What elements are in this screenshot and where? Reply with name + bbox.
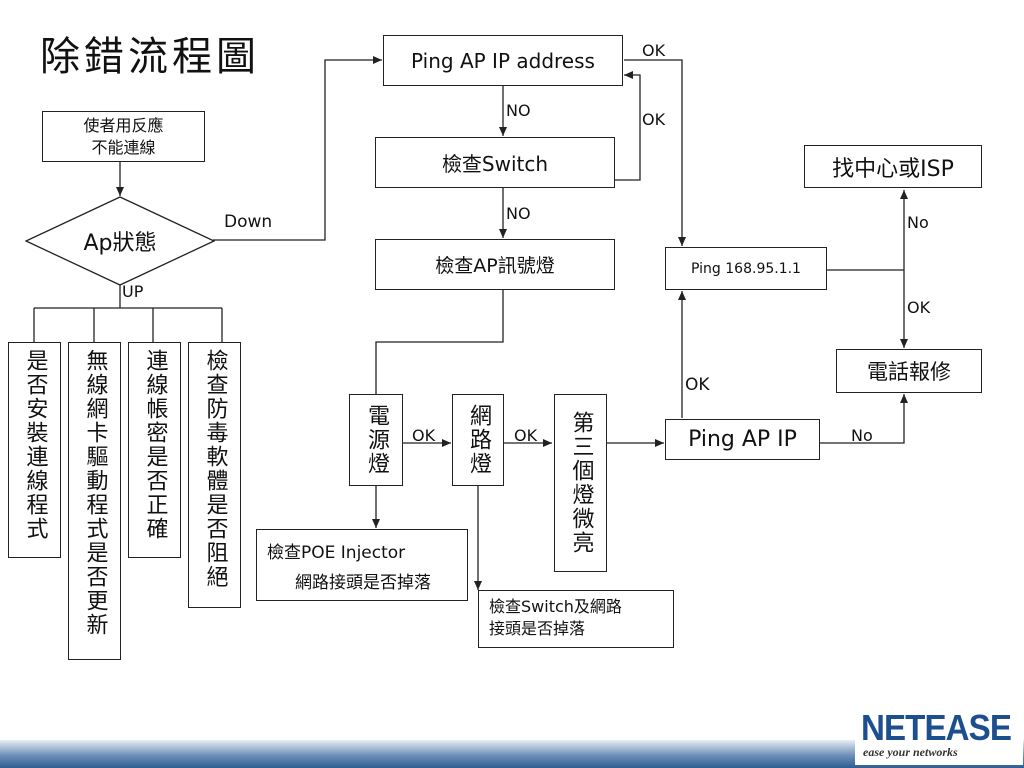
third-light-label: 第三個燈微亮 bbox=[568, 411, 594, 555]
network-light-label: 網路燈 bbox=[466, 404, 491, 476]
logo-tagline: ease your networks bbox=[863, 745, 958, 759]
edge-label-up: UP bbox=[122, 282, 144, 301]
power-light-label: 電源燈 bbox=[364, 404, 389, 476]
ap-status-diamond bbox=[25, 196, 215, 286]
user-issue-box: 使者用反應 不能連線 bbox=[42, 111, 205, 162]
check-poe-line1: 檢查POE Injector bbox=[267, 543, 406, 563]
check-switch-box: 檢查Switch bbox=[375, 137, 615, 188]
network-light-box: 網路燈 bbox=[452, 394, 504, 486]
check-account-box: 連線帳密是否正確 bbox=[128, 342, 181, 558]
edge-down bbox=[213, 56, 382, 241]
edge-ping-ok-to-168 bbox=[624, 59, 686, 246]
ping-168-box: Ping 168.95.1.1 bbox=[665, 247, 827, 290]
call-center-isp-box: 找中心或ISP bbox=[804, 145, 982, 188]
third-light-box: 第三個燈微亮 bbox=[554, 394, 607, 572]
edge-label-ok-ping: OK bbox=[642, 41, 666, 60]
check-account-label: 連線帳密是否正確 bbox=[142, 349, 168, 541]
phone-repair-box: 電話報修 bbox=[836, 349, 982, 393]
check-poe-box: 檢查POE Injector 網路接頭是否掉落 bbox=[256, 529, 468, 601]
edge-label-no-168: No bbox=[907, 213, 929, 232]
ap-status-label: Ap狀態 bbox=[83, 231, 157, 256]
edge-pingap-no-to-repair bbox=[820, 394, 908, 444]
netease-logo: NETEASE ease your networks bbox=[855, 705, 1023, 765]
check-driver-label: 無線網卡驅動程式是否更新 bbox=[82, 349, 108, 637]
edge-label-ok-pingap: OK bbox=[685, 375, 710, 395]
edge-label-down: Down bbox=[224, 212, 273, 232]
ping-ap-ip-address-box: Ping AP IP address bbox=[383, 35, 623, 86]
check-antivirus-label: 檢查防毒軟體是否阻絕 bbox=[202, 349, 228, 589]
ping-ap-ip-box: Ping AP IP bbox=[665, 419, 820, 460]
edge-label-ok-power: OK bbox=[412, 426, 436, 445]
check-install-box: 是否安裝連線程式 bbox=[8, 342, 61, 558]
check-antivirus-box: 檢查防毒軟體是否阻絕 bbox=[188, 342, 241, 608]
check-ap-lights-box: 檢查AP訊號燈 bbox=[375, 239, 615, 290]
logo-name: NETEASE bbox=[861, 707, 1012, 748]
footer-bar bbox=[0, 740, 1024, 768]
edge-label-ok-168: OK bbox=[907, 298, 931, 317]
check-install-label: 是否安裝連線程式 bbox=[22, 349, 48, 541]
edge-label-no-1: NO bbox=[506, 101, 531, 120]
power-light-box: 電源燈 bbox=[349, 394, 403, 486]
check-poe-line2: 網路接頭是否掉落 bbox=[295, 573, 431, 593]
edge-label-ok-network: OK bbox=[514, 426, 538, 445]
edge-label-no-2: NO bbox=[506, 204, 531, 223]
page-title: 除錯流程圖 bbox=[40, 34, 260, 80]
edge-lights-to-power bbox=[375, 290, 504, 394]
edge-label-no-pingap: No bbox=[851, 426, 873, 445]
check-switch-cable-box: 檢查Switch及網路 接頭是否掉落 bbox=[478, 590, 674, 648]
edge-switch-ok-loop bbox=[614, 71, 641, 181]
edge-label-ok-loop: OK bbox=[642, 110, 666, 129]
check-driver-box: 無線網卡驅動程式是否更新 bbox=[68, 342, 121, 660]
